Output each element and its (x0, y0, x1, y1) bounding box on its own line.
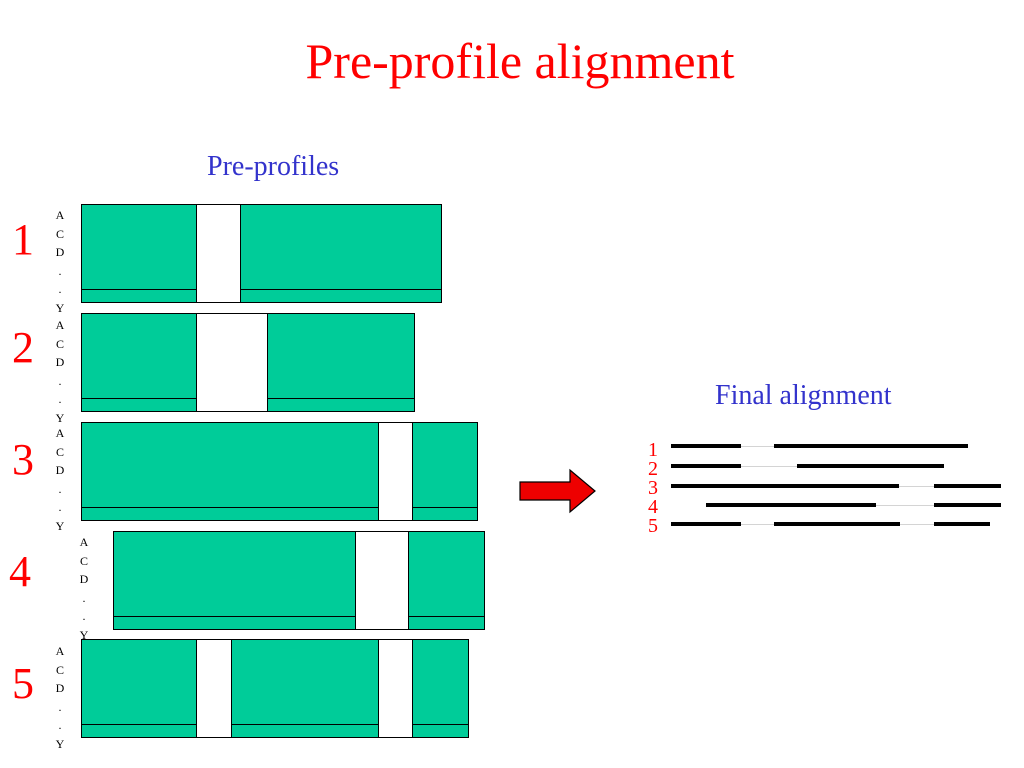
alignment-segment (934, 522, 990, 526)
gap-column (196, 204, 241, 303)
alignment-segment (797, 464, 944, 468)
alignment-segment (934, 503, 1001, 507)
block-baseline (114, 616, 484, 617)
final-row-label-5: 5 (648, 515, 658, 537)
alignment-segment (774, 522, 900, 526)
alignment-gap (741, 524, 774, 525)
alignment-segment (671, 484, 899, 488)
final-row-label-4: 4 (648, 496, 658, 518)
final-row-label-3: 3 (648, 477, 658, 499)
profile-block-1 (81, 204, 442, 303)
alignment-gap (741, 466, 797, 467)
profile-number-3: 3 (12, 435, 34, 484)
gap-column (355, 531, 409, 630)
alignment-gap (900, 524, 934, 525)
alignment-segment (671, 444, 741, 448)
profile-block-4 (113, 531, 485, 630)
final-row-label-1: 1 (648, 439, 658, 461)
slide-title: Pre-profile alignment (305, 33, 735, 89)
right-arrow-icon (519, 468, 596, 514)
profile-block-2 (81, 313, 415, 412)
alignment-gap (899, 486, 934, 487)
profile-number-2: 2 (12, 323, 34, 372)
alignment-segment (706, 503, 876, 507)
gap-column (196, 639, 232, 738)
block-baseline (82, 289, 441, 290)
profile-block-5 (81, 639, 469, 738)
profile-number-5: 5 (12, 659, 34, 708)
profile-block-3 (81, 422, 478, 521)
gap-column (378, 422, 413, 521)
final-row-label-2: 2 (648, 458, 658, 480)
profile-number-1: 1 (12, 215, 34, 264)
alignment-segment (934, 484, 1001, 488)
alignment-segment (671, 464, 741, 468)
final-alignment-label: Final alignment (715, 380, 892, 411)
alignment-segment (774, 444, 968, 448)
alignment-gap (741, 446, 774, 447)
gap-column (196, 313, 268, 412)
block-baseline (82, 724, 468, 725)
pre-profiles-label: Pre-profiles (207, 151, 340, 182)
block-baseline (82, 507, 477, 508)
alignment-segment (671, 522, 741, 526)
profile-number-4: 4 (9, 547, 31, 596)
gap-column (378, 639, 413, 738)
alignment-gap (876, 505, 934, 506)
